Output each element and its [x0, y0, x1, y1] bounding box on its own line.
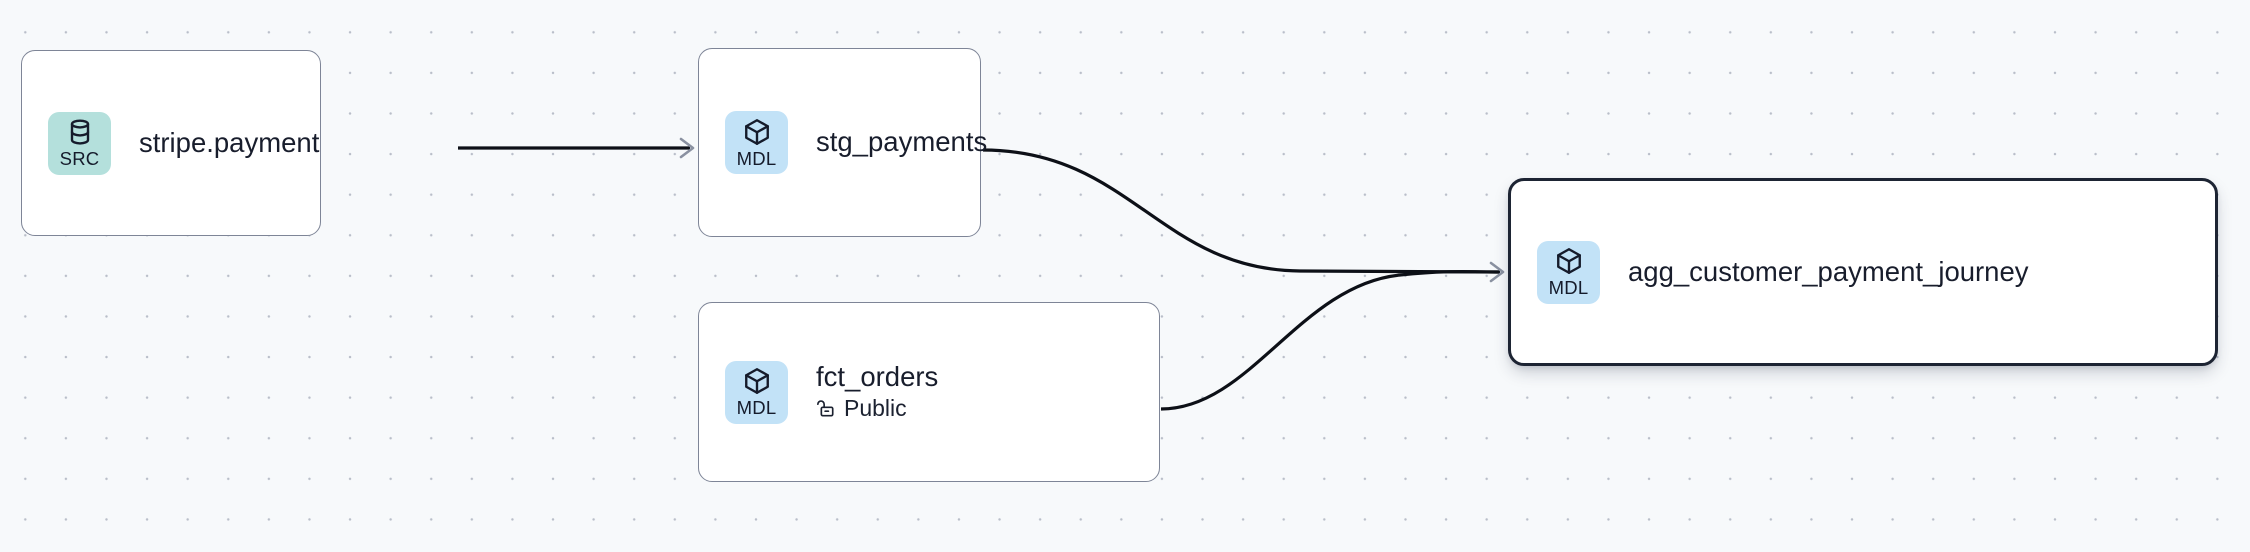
aggregate-type-badge: MDL	[1537, 240, 1600, 304]
staging-node-title: stg_payments	[816, 126, 988, 158]
facts-type-badge: MDL	[725, 360, 788, 424]
staging-badge-label: MDL	[736, 147, 777, 169]
facts-badge-label: MDL	[736, 397, 777, 419]
aggregate-node-title: agg_customer_payment_journey	[1628, 255, 2029, 287]
database-icon	[70, 119, 89, 145]
source-node-title: stripe.payment	[139, 126, 320, 158]
facts-visibility-label: Public	[844, 395, 907, 422]
cube-icon	[1556, 248, 1581, 275]
cube-icon	[744, 368, 769, 395]
cube-icon	[744, 118, 769, 145]
source-type-badge: SRC	[48, 111, 111, 175]
aggregate-node-body: agg_customer_payment_journey	[1628, 255, 2029, 288]
aggregate-badge-label: MDL	[1548, 277, 1589, 299]
lineage-node-source[interactable]: SRC stripe.payment	[21, 50, 321, 236]
facts-node-body: fct_orders Public	[816, 362, 938, 421]
unlock-icon	[817, 400, 834, 417]
lineage-node-staging[interactable]: MDL stg_payments	[698, 48, 987, 237]
staging-node-body: stg_payments	[816, 126, 988, 158]
lineage-node-facts[interactable]: MDL fct_orders Public	[698, 302, 1160, 482]
arrowhead-aggregate-inbound	[1489, 261, 1505, 283]
source-node-body: stripe.payment	[139, 126, 320, 159]
source-badge-label: SRC	[59, 148, 100, 170]
arrowhead-staging-inbound	[679, 137, 695, 159]
edge-facts-to-aggregate	[1160, 270, 1501, 411]
edge-staging-to-aggregate	[982, 148, 1501, 274]
lineage-node-aggregate[interactable]: MDL agg_customer_payment_journey	[1508, 178, 2218, 366]
staging-type-badge: MDL	[725, 111, 788, 174]
facts-visibility: Public	[816, 395, 938, 422]
facts-node-title: fct_orders	[816, 361, 939, 393]
